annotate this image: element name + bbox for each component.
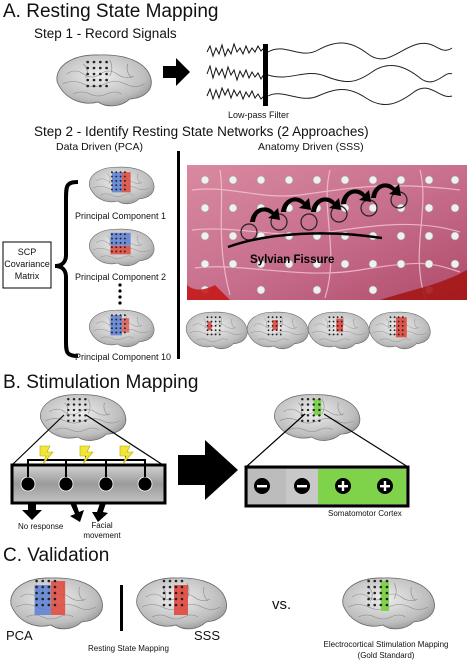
data-driven-label: Data Driven (PCA) <box>56 141 143 153</box>
section-b-title: B. Stimulation Mapping <box>3 372 199 393</box>
brain-pc1 <box>89 166 155 205</box>
resting-state-label: Resting State Mapping <box>88 644 169 653</box>
scp-label-2: Covariance <box>4 259 50 269</box>
curly-brace <box>54 180 79 358</box>
sss-brain-2 <box>246 311 309 350</box>
electrodes-right <box>254 478 393 494</box>
brain-val-ecs <box>342 577 435 630</box>
facial-movement-label-1: Facial <box>91 521 113 530</box>
sss-brain-4 <box>368 311 431 350</box>
zoom-lines-left <box>11 414 164 466</box>
arrow-stim <box>178 440 238 500</box>
brain-pc10 <box>89 309 155 348</box>
brain-stim-right <box>274 394 361 441</box>
section-c-title: C. Validation <box>3 545 110 566</box>
pc10-label: Principal Component 10 <box>75 352 172 362</box>
lightning-icons <box>39 445 134 465</box>
low-pass-filter-label: Low-pass Filter <box>228 110 290 120</box>
arrow-facial-2 <box>92 503 108 522</box>
section-a-title: A. Resting State Mapping <box>3 1 219 22</box>
pc2-label: Principal Component 2 <box>75 272 167 282</box>
scp-box <box>2 241 52 289</box>
validation-divider <box>120 585 123 631</box>
pca-label: PCA <box>6 628 33 643</box>
ecs-label-1: Electrocortical Stimulation Mapping <box>323 640 449 649</box>
arrow-facial-1 <box>70 503 84 522</box>
no-response-label: No response <box>18 522 64 531</box>
brain-pc2 <box>89 228 155 267</box>
arrow-no-response <box>22 503 42 520</box>
sylvian-fissure-label: Sylvian Fissure <box>250 254 335 266</box>
brain-val-pca <box>10 577 103 630</box>
pc1-label: Principal Component 1 <box>75 211 167 221</box>
vs-label: vs. <box>272 596 292 613</box>
sss-brain-3 <box>307 311 370 350</box>
ecs-label-2: (Gold Standard) <box>357 651 415 660</box>
raw-signals <box>206 42 265 101</box>
step1-title: Step 1 - Record Signals <box>34 26 177 41</box>
ellipsis-dots <box>118 283 122 305</box>
step2-title: Step 2 - Identify Resting State Networks… <box>34 124 369 139</box>
brain-val-sss <box>136 577 227 630</box>
filtered-signals <box>267 42 453 106</box>
brain-step1 <box>56 54 152 107</box>
sss-photo <box>187 165 467 300</box>
zoom-lines-right <box>245 413 409 468</box>
anatomy-driven-label: Anatomy Driven (SSS) <box>258 141 364 153</box>
approach-divider <box>177 151 180 359</box>
facial-movement-label-2: movement <box>83 531 121 540</box>
somatomotor-label: Somatomotor Cortex <box>328 509 402 518</box>
scp-label-3: Matrix <box>14 271 40 281</box>
scp-label-1: SCP <box>17 247 37 257</box>
arrow-step1 <box>163 58 190 86</box>
sss-brain-1 <box>185 311 248 350</box>
sss-label: SSS <box>194 628 221 643</box>
brain-stim-left <box>40 394 127 441</box>
low-pass-filter-bar <box>263 44 268 106</box>
